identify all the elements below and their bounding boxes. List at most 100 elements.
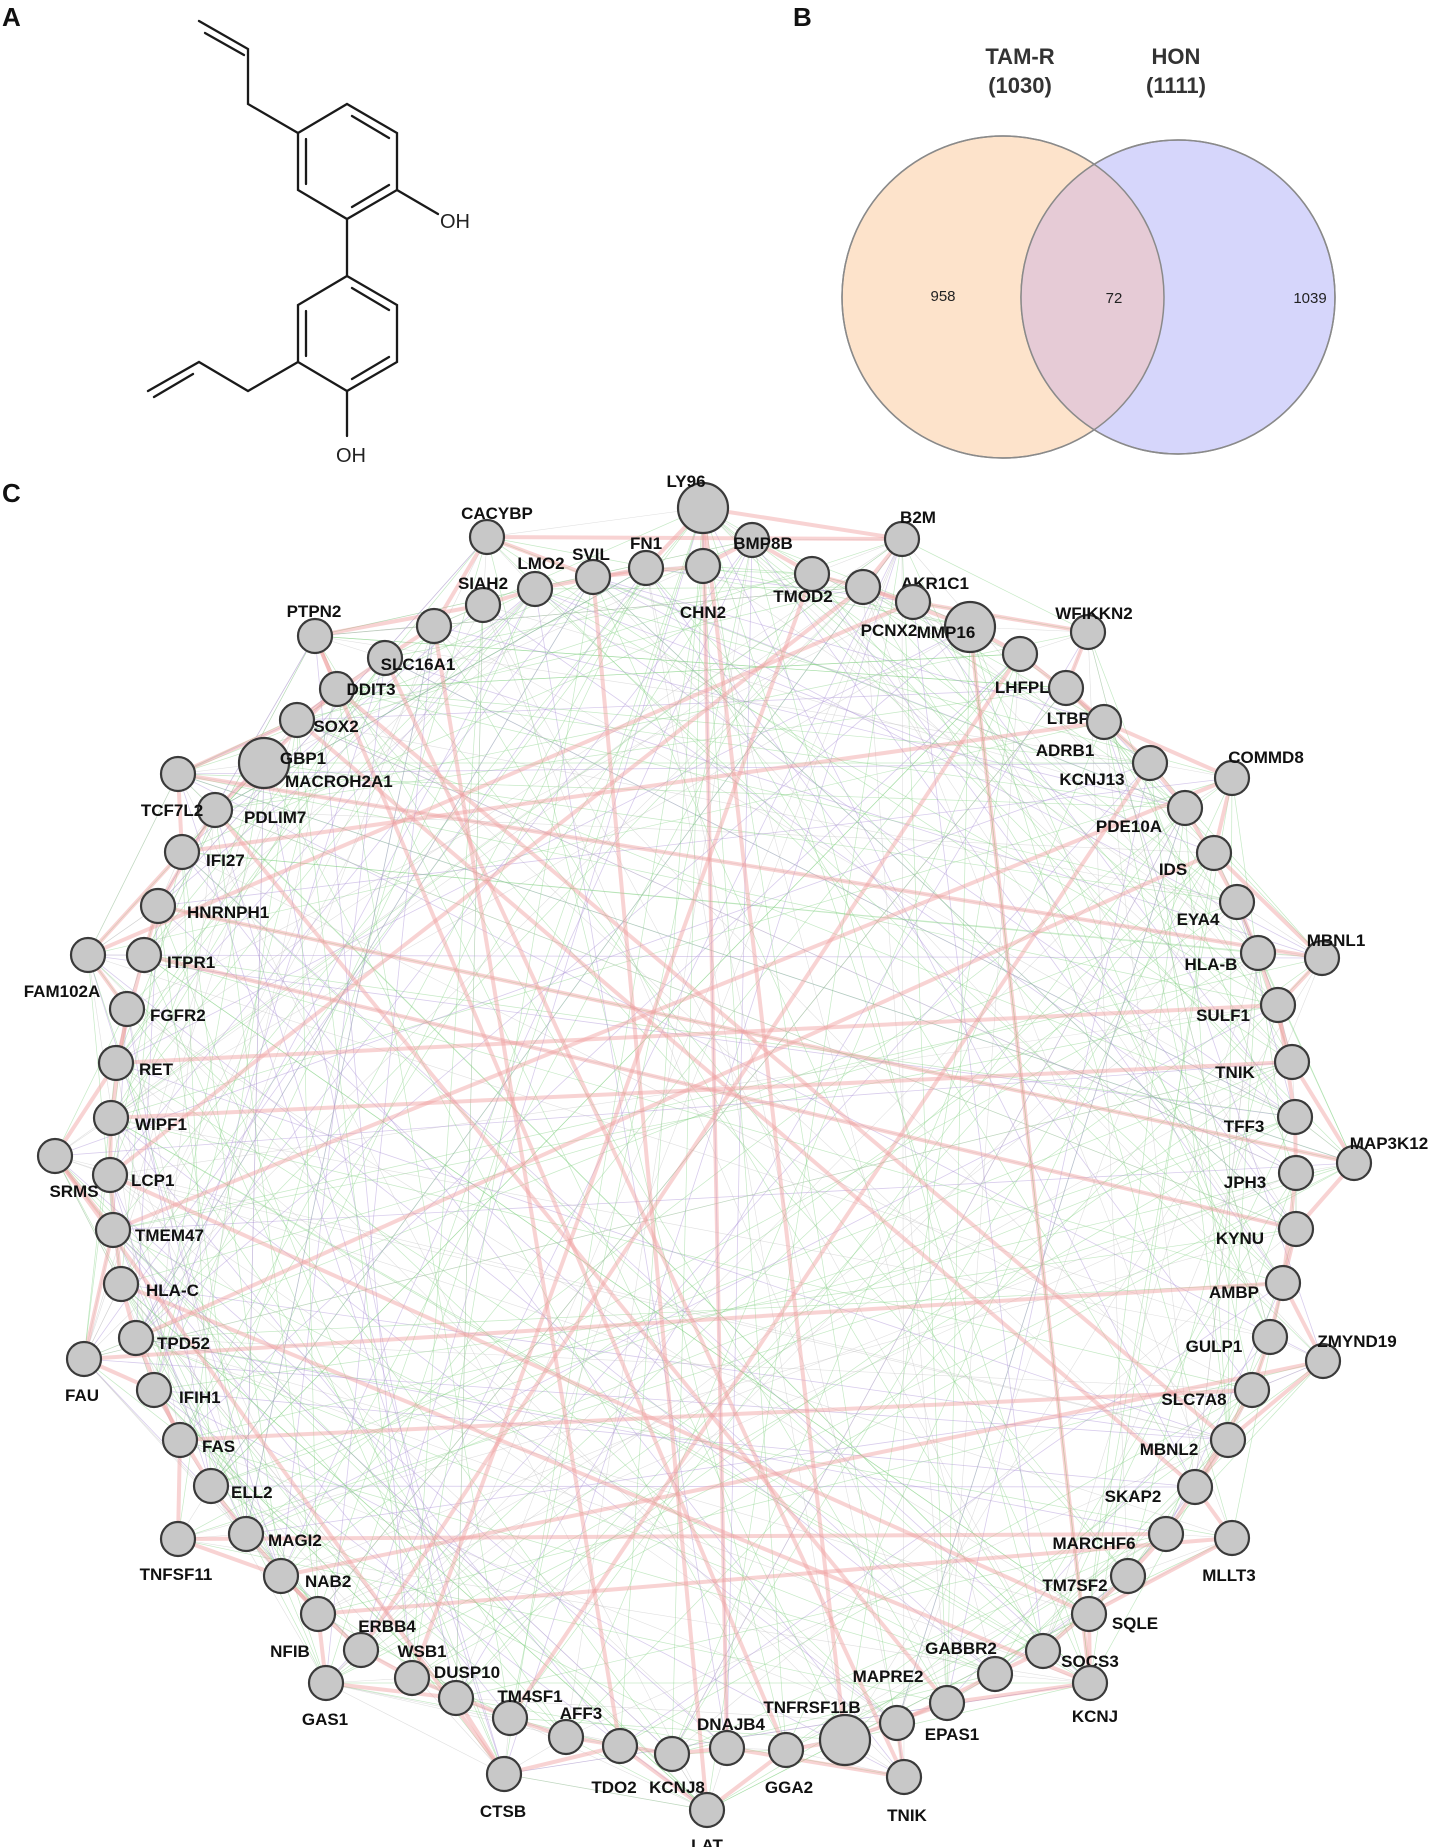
gene-node-circle xyxy=(196,791,234,829)
network-edge xyxy=(110,777,1233,1119)
network-edge xyxy=(153,1389,457,1699)
gene-node: NFIB xyxy=(270,1595,337,1661)
gene-label: NAB2 xyxy=(305,1572,351,1591)
gene-node-circle xyxy=(1047,669,1085,707)
bottom-ring xyxy=(296,274,399,393)
network-edge xyxy=(896,852,1215,1724)
gene-node: B2M xyxy=(883,508,936,558)
gene-node-circle xyxy=(601,1727,639,1765)
gene-node: LHFPL6 xyxy=(995,635,1059,697)
network-edge xyxy=(969,626,1091,1684)
venn-diagram: TAM-R (1030) HON (1111) 958 72 1039 xyxy=(841,44,1336,459)
network-edge xyxy=(143,954,1284,1284)
network-edge xyxy=(87,954,905,1778)
gene-node: GBP1 xyxy=(278,701,326,768)
network-edge xyxy=(811,573,1296,1118)
network-edge xyxy=(263,762,457,1699)
network-edge xyxy=(1042,1533,1167,1652)
gene-label: FAS xyxy=(202,1437,235,1456)
gene-node: MAGI2 xyxy=(227,1515,322,1553)
network-edge xyxy=(384,588,536,659)
network-edge xyxy=(153,688,338,1391)
gene-node: KCNJ8 xyxy=(649,1735,705,1797)
gene-node-circle xyxy=(516,570,554,608)
gene-node: IDS xyxy=(1159,834,1233,879)
network-edge xyxy=(153,1389,1196,1488)
gene-node: TNFRSF11B xyxy=(763,1698,872,1767)
gene-label: DUSP10 xyxy=(434,1663,500,1682)
gene-node: WIPF1 xyxy=(92,1099,187,1137)
network-edge xyxy=(592,576,1091,1684)
gene-node: FAU xyxy=(65,1340,103,1405)
venn-overlap-count: 72 xyxy=(1106,290,1123,307)
network-edge xyxy=(455,1697,905,1778)
gene-label: MARCHF6 xyxy=(1052,1534,1135,1553)
gene-node: DDIT3 xyxy=(346,639,404,699)
gene-node: HLA-C xyxy=(102,1265,199,1303)
gene-node: FN1 xyxy=(627,534,665,587)
network-edge xyxy=(210,538,903,1487)
network-edge xyxy=(53,1154,506,1776)
network-edge xyxy=(384,657,1323,959)
gene-node-circle xyxy=(1251,1318,1289,1356)
gene-node: LY96 xyxy=(666,472,730,535)
venn-overlap xyxy=(1021,140,1164,454)
network-edge xyxy=(994,1575,1129,1675)
network-edge xyxy=(135,1337,996,1675)
network-edge xyxy=(110,586,864,1119)
network-edge xyxy=(862,586,1186,809)
gene-node: GULP1 xyxy=(1186,1318,1289,1356)
network-edge xyxy=(1194,1336,1271,1488)
gene-node: KYNU xyxy=(1216,1210,1315,1248)
gene-node: KCNJ xyxy=(1071,1664,1118,1726)
gene-label: TNFSF11 xyxy=(140,1565,213,1584)
gene-node: COMMD8 xyxy=(1213,748,1304,797)
network-edge xyxy=(177,773,505,1775)
network-edge xyxy=(592,576,1186,809)
network-edge xyxy=(263,762,787,1751)
network-edge xyxy=(157,536,488,907)
network-edge xyxy=(1127,1537,1233,1577)
venn-left-title: TAM-R xyxy=(985,44,1054,69)
network-edge xyxy=(83,1358,567,1738)
network-edge xyxy=(619,507,704,1747)
gene-node-circle xyxy=(1264,1264,1302,1302)
network-edge xyxy=(702,507,1091,1684)
network-edge xyxy=(210,1485,728,1749)
network-edge xyxy=(534,588,1296,1118)
network-edge xyxy=(210,536,488,1487)
network-edge xyxy=(177,1162,1355,1540)
network-edge xyxy=(181,720,1105,854)
network-edge xyxy=(296,586,864,721)
network-edge xyxy=(177,773,708,1811)
network-edge xyxy=(177,952,1259,1540)
network-edge xyxy=(153,588,536,1391)
gene-node-circle xyxy=(1071,1664,1109,1702)
gene-label: EPAS1 xyxy=(925,1725,980,1744)
gene-node-circle xyxy=(102,1265,140,1303)
network-edge xyxy=(296,719,1297,1174)
network-edge xyxy=(503,1744,621,1776)
network-edge xyxy=(433,625,1229,1441)
network-edge xyxy=(135,1337,1090,1615)
network-edge xyxy=(83,719,298,1360)
network-edge xyxy=(592,576,1324,1362)
network-edge xyxy=(317,1172,1297,1615)
gene-node-circle xyxy=(1195,834,1233,872)
gene-node: TDO2 xyxy=(591,1727,639,1797)
gene-label: ELL2 xyxy=(231,1483,273,1502)
gene-node-circle xyxy=(299,1595,337,1633)
gene-node: PCNX2 xyxy=(861,583,932,640)
gene-node: WSB1 xyxy=(393,1642,447,1697)
network-edge xyxy=(153,762,265,1391)
network-edge xyxy=(263,762,1238,903)
network-edge xyxy=(486,536,971,628)
gene-label: GBP1 xyxy=(280,749,326,768)
network-edge xyxy=(1127,1004,1279,1577)
network-edge xyxy=(509,807,1186,1719)
gene-label: MACROH2A1 xyxy=(285,772,393,791)
top-oh-label: OH xyxy=(440,211,470,233)
network-edge xyxy=(214,809,1297,1230)
gene-label: DNAJB4 xyxy=(697,1715,766,1734)
network-edge xyxy=(179,1439,996,1675)
